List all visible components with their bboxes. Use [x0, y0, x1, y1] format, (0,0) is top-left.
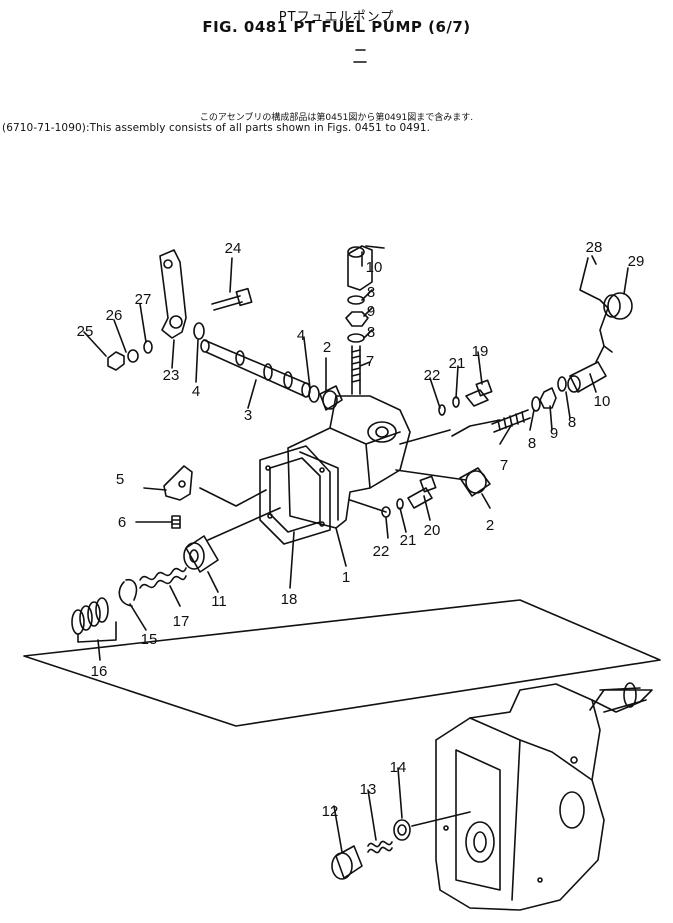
callout-21: 21	[449, 355, 466, 372]
washer	[347, 295, 365, 305]
nut	[539, 387, 557, 409]
callout-22: 22	[373, 543, 390, 560]
cup	[331, 845, 363, 880]
bolt	[465, 379, 493, 407]
screw	[211, 287, 253, 311]
o-ring	[193, 322, 205, 340]
bearing	[393, 819, 411, 841]
shim-set	[71, 597, 117, 643]
washer	[531, 396, 541, 412]
assembly-note-japanese: このアセンブリの構成部品は第0451図から第0491図まで含みます.	[199, 113, 474, 123]
bolt	[407, 475, 437, 509]
screw	[171, 515, 181, 529]
callout-9: 9	[550, 425, 558, 442]
callout-8: 8	[367, 284, 375, 301]
callout-12: 12	[322, 803, 339, 820]
callout-7: 7	[500, 457, 508, 474]
leader-line	[349, 499, 387, 513]
callout-4: 4	[192, 383, 200, 400]
callout-23: 23	[163, 367, 180, 384]
callout-28: 28	[586, 239, 603, 256]
lever-arm	[159, 249, 187, 339]
bushing	[459, 467, 491, 497]
callout-18: 18	[281, 591, 298, 608]
callout-11: 11	[211, 593, 227, 610]
callout-5: 5	[116, 471, 124, 488]
callout-8: 8	[528, 435, 536, 452]
callout-6: 6	[118, 514, 126, 531]
washer-small	[143, 340, 153, 354]
callout-19: 19	[472, 343, 489, 360]
callout-1: 1	[342, 569, 350, 586]
callout-8: 8	[568, 414, 576, 431]
leader-line	[207, 507, 281, 541]
callout-27: 27	[135, 291, 152, 308]
shaft	[200, 339, 311, 398]
washer	[557, 376, 567, 392]
sleeve	[183, 535, 219, 573]
cap	[603, 292, 633, 320]
leader-line	[199, 487, 267, 507]
callout-24: 24	[225, 240, 242, 257]
washer	[438, 404, 446, 416]
title-japanese: PTフュエルポンプ	[278, 10, 395, 25]
callout-15: 15	[141, 631, 158, 648]
callout-8: 8	[367, 324, 375, 341]
fitting	[567, 345, 613, 393]
o-ring	[308, 385, 320, 403]
callout-3: 3	[244, 407, 252, 424]
callout-4: 4	[297, 327, 305, 344]
callout-22: 22	[424, 367, 441, 384]
governor-housing	[435, 682, 653, 911]
title-marks	[353, 49, 367, 63]
stud	[351, 345, 361, 395]
callout-2: 2	[486, 517, 494, 534]
washer	[347, 333, 365, 343]
cap-top	[347, 245, 385, 291]
callout-20: 20	[424, 522, 441, 539]
spring	[367, 840, 393, 854]
snap-ring	[118, 578, 138, 607]
callout-26: 26	[106, 307, 123, 324]
callout-29: 29	[628, 253, 645, 270]
leader-line	[411, 811, 471, 827]
callout-2: 2	[323, 339, 331, 356]
washer	[127, 349, 139, 363]
callout-10: 10	[366, 259, 383, 276]
callout-10: 10	[594, 393, 611, 410]
stud	[491, 409, 531, 433]
stop-lever	[163, 465, 193, 501]
gasket	[259, 445, 331, 545]
callout-25: 25	[77, 323, 94, 340]
figure-title: FIG. 0481 PT FUEL PUMP (6/7)	[202, 18, 471, 36]
washer	[381, 506, 391, 518]
leader-line	[395, 469, 467, 481]
callout-7: 7	[366, 353, 374, 370]
leader-outline	[23, 599, 661, 727]
callout-21: 21	[400, 532, 417, 549]
nut	[107, 351, 125, 371]
callout-17: 17	[173, 613, 190, 630]
callout-16: 16	[91, 663, 108, 680]
spring	[139, 567, 187, 589]
nut	[345, 311, 369, 327]
assembly-note: (6710-71-1090):This assembly consists of…	[2, 122, 431, 134]
bushing	[319, 385, 343, 411]
leader-line	[399, 419, 501, 445]
callout-13: 13	[360, 781, 377, 798]
callout-9: 9	[367, 303, 375, 320]
callout-14: 14	[390, 759, 407, 776]
